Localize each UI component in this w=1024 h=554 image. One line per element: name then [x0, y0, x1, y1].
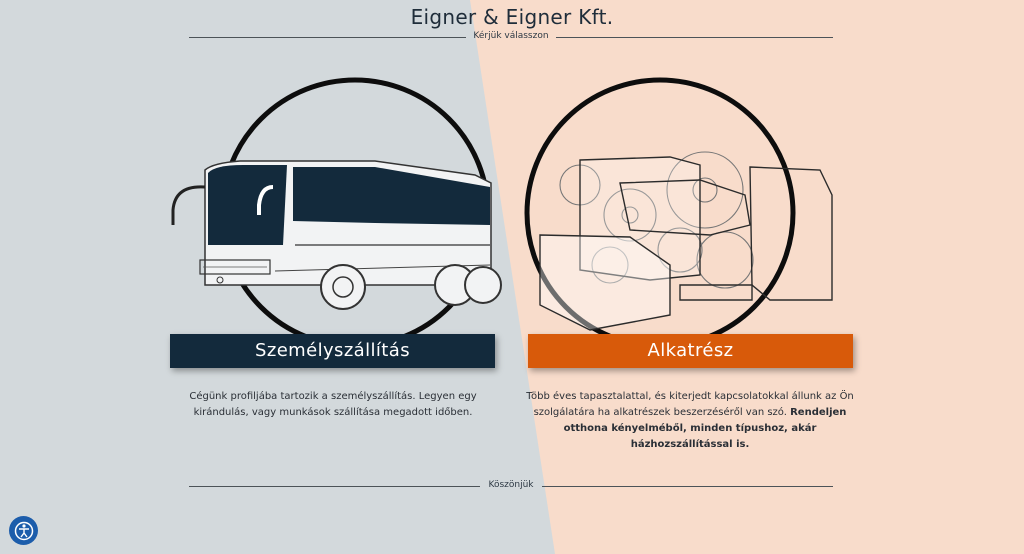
footer-label: Köszönjük	[488, 480, 534, 490]
right-description-bold: Rendeljen otthona kényelméből, minden tí…	[563, 407, 847, 450]
car-parts-icon	[524, 77, 833, 349]
accessibility-icon	[14, 521, 33, 540]
right-description: Több éves tapasztalattal, és kiterjedt k…	[520, 389, 860, 453]
footer-rule-left	[189, 486, 480, 487]
szemelyszallitas-button[interactable]: Személyszállítás	[170, 334, 495, 368]
header-subtitle: Kérjük válasszon	[473, 31, 549, 41]
right-description-text: Több éves tapasztalattal, és kiterjedt k…	[526, 391, 854, 418]
footer-rule-right	[542, 486, 833, 487]
accessibility-button[interactable]	[9, 516, 38, 545]
bus-circle[interactable]	[165, 75, 505, 350]
header-rule-left	[189, 37, 466, 38]
parts-circle[interactable]	[520, 75, 850, 350]
alkatresz-button[interactable]: Alkatrész	[528, 334, 853, 368]
header-rule-right	[556, 37, 833, 38]
left-description: Cégünk profiljába tartozik a személyszál…	[189, 391, 477, 418]
bus-icon	[171, 77, 502, 349]
page-title: Eigner & Eigner Kft.	[410, 5, 614, 29]
